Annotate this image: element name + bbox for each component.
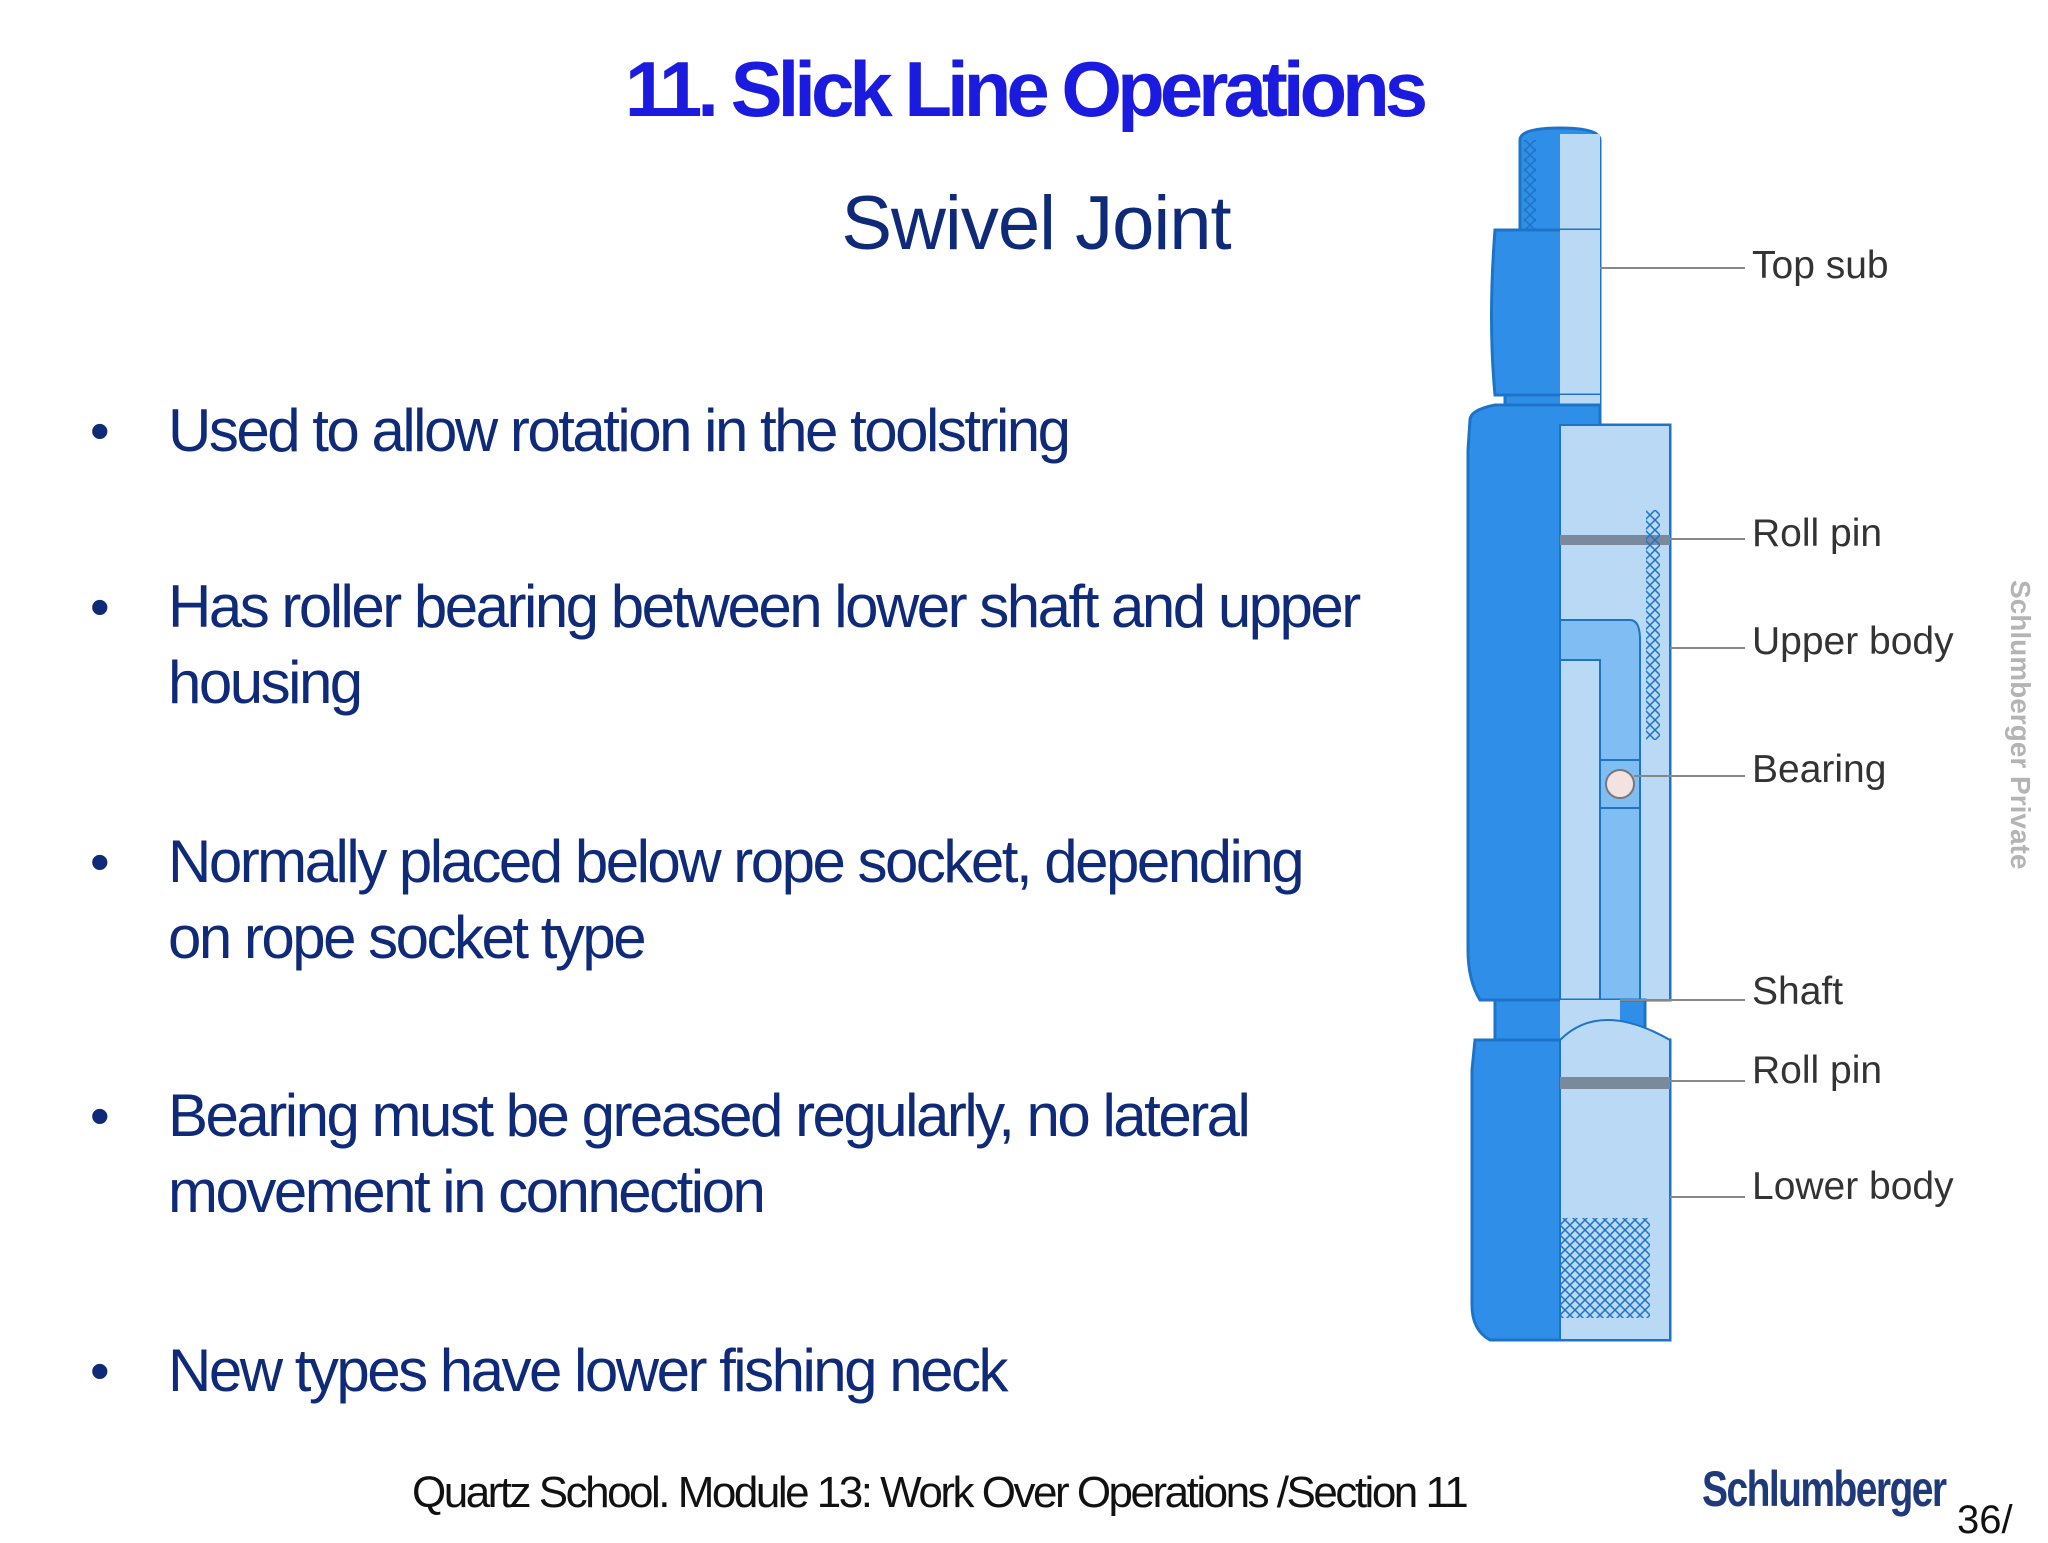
lower-roll-pin bbox=[1560, 1077, 1670, 1089]
top-pin-thread bbox=[1524, 140, 1536, 230]
bullet-dot: • bbox=[90, 1339, 110, 1402]
label-shaft: Shaft bbox=[1752, 970, 1844, 1013]
top-sub-bore bbox=[1560, 230, 1600, 395]
bullet-dot: • bbox=[90, 830, 110, 893]
bullet-text: Normally placed below rope socket, depen… bbox=[168, 828, 1305, 971]
label-roll-pin-lower: Roll pin bbox=[1752, 1049, 1883, 1092]
page-number: 36/ bbox=[1957, 1498, 2013, 1542]
inner-shoulder bbox=[1559, 619, 1641, 1001]
bearing-race bbox=[1599, 759, 1641, 809]
bullet-dot: • bbox=[90, 399, 110, 462]
bullet-dot: • bbox=[90, 1084, 110, 1147]
footer-course-text: Quartz School. Module 13: Work Over Oper… bbox=[412, 1468, 1469, 1517]
upper-roll-pin bbox=[1560, 535, 1670, 545]
top-pin-bore bbox=[1560, 134, 1600, 230]
swivel-joint-diagram bbox=[1466, 126, 1745, 1342]
label-roll-pin-upper: Roll pin bbox=[1752, 512, 1883, 555]
bullet-text: Bearing must be greased regularly, no la… bbox=[168, 1082, 1251, 1225]
bearing-ball bbox=[1605, 769, 1635, 799]
leader-lines bbox=[1600, 267, 1745, 1198]
lower-thread bbox=[1560, 1218, 1650, 1318]
bullet-dot: • bbox=[90, 575, 110, 638]
bullet-text: Has roller bearing between lower shaft a… bbox=[168, 573, 1361, 716]
slide-subtitle: Swivel Joint bbox=[841, 181, 1231, 266]
slide-title: 11. Slick Line Operations bbox=[624, 45, 1428, 133]
bullet-text: Used to allow rotation in the toolstring bbox=[168, 397, 1071, 464]
label-lower-body: Lower body bbox=[1752, 1165, 1954, 1208]
spring-thread bbox=[1646, 510, 1660, 740]
label-top-sub: Top sub bbox=[1752, 244, 1889, 287]
label-bearing: Bearing bbox=[1752, 748, 1887, 791]
label-upper-body: Upper body bbox=[1752, 620, 1954, 663]
watermark-text: Schlumberger Private bbox=[2005, 580, 2036, 870]
bullet-text: New types have lower fishing neck bbox=[168, 1337, 1008, 1404]
schlumberger-logo: Schlumberger bbox=[1702, 1461, 1947, 1517]
